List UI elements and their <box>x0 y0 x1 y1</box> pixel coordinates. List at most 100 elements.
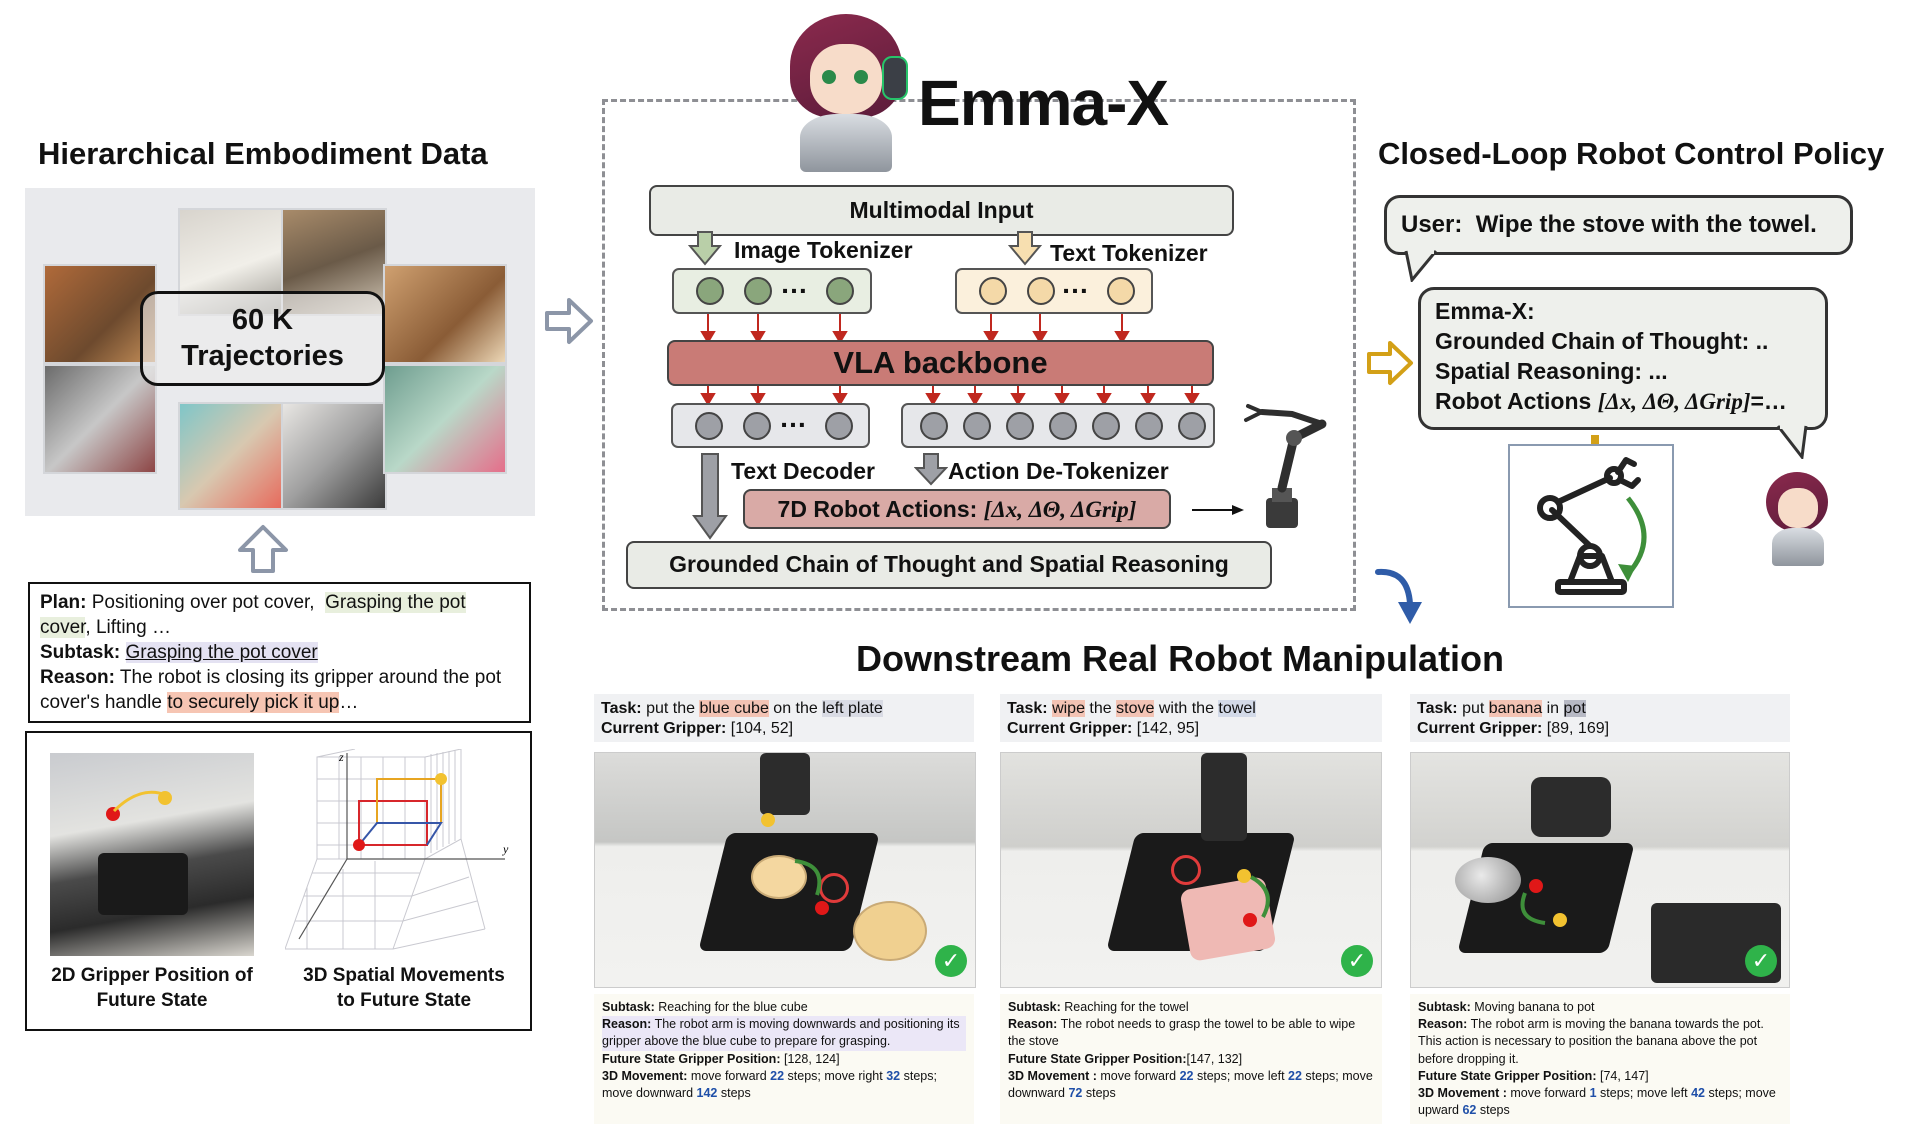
robot-actions-box: 7D Robot Actions: [Δx, ΔΘ, ΔGrip] <box>743 489 1171 529</box>
task-object-1b: left plate <box>822 700 883 717</box>
plate-right-1 <box>853 901 927 961</box>
reason-text-a: The robot is closing its gripper around … <box>119 667 470 688</box>
plan-highlight-a: Grasping the pot <box>325 592 466 613</box>
plan-box: Plan: Positioning over pot cover, Graspi… <box>28 582 531 723</box>
future-row-1: Future State Gripper Position: [128, 124… <box>602 1051 966 1068</box>
spatial-caption: 3D Spatial Movements to Future State <box>279 963 529 1013</box>
task-object-3b: pot <box>1563 700 1586 717</box>
movement-num-2c: 72 <box>1068 1086 1083 1101</box>
subtask-label-3: Subtask: <box>1418 1000 1471 1014</box>
spatial-caption-line2: to Future State <box>336 990 472 1011</box>
reason-value-1: The robot arm is moving downwards and po… <box>602 1017 960 1049</box>
robot-arm-outline-icon <box>1537 457 1647 595</box>
movement-text-3a: move forward <box>1510 1086 1587 1101</box>
gripper-dot-red-1 <box>815 901 829 915</box>
movement-start-dot <box>353 839 365 851</box>
movement-label-3: 3D Movement : <box>1418 1086 1507 1101</box>
plan-highlight-b: cover <box>40 617 86 638</box>
user-message: Wipe the stove with the towel. <box>1475 211 1817 238</box>
future-label-1: Future State Gripper Position: <box>602 1051 781 1066</box>
reason-row-1: Reason: The robot arm is moving downward… <box>602 1016 966 1051</box>
movement-label-1: 3D Movement: <box>602 1068 688 1083</box>
robot-photo-3: ✓ <box>1410 752 1790 988</box>
actions-to-robot-arrow <box>1192 505 1244 515</box>
trajectories-badge: 60 K Trajectories <box>140 291 385 386</box>
emma-avatar <box>782 14 910 172</box>
gripper-label-1: Current Gripper: <box>601 720 727 737</box>
subtask-text: Grasping the pot cover <box>125 642 318 663</box>
decoder-token-2 <box>743 412 771 440</box>
emma-line-2: Grounded Chain of Thought: .. <box>1435 328 1769 354</box>
text-decoder-label: Text Decoder <box>731 458 876 484</box>
future-row-3: Future State Gripper Position: [74, 147] <box>1418 1068 1782 1085</box>
small-avatar-face <box>1778 488 1818 528</box>
plate-left-1 <box>751 855 807 899</box>
thumbnail-kitchen-8 <box>383 364 507 474</box>
downstream-title: Downstream Real Robot Manipulation <box>856 638 1505 679</box>
movement-num-1a: 22 <box>770 1068 785 1083</box>
gripper-value-3: [89, 169] <box>1546 720 1610 737</box>
avatar-eye-left <box>822 70 836 84</box>
emma-small-avatar <box>1762 472 1832 566</box>
task-header-1: Task: put the blue cube on the left plat… <box>594 694 974 742</box>
success-check-icon-3: ✓ <box>1745 945 1777 977</box>
text-tokenizer-label: Text Tokenizer <box>1050 240 1208 266</box>
future-value-3: [74, 147] <box>1599 1068 1649 1083</box>
movement-num-3b: 42 <box>1691 1086 1705 1101</box>
task-text-2a: the <box>1089 700 1112 717</box>
emma-line-4: Robot Actions [Δx, ΔΘ, ΔGrip]=… <box>1435 386 1825 417</box>
movement-text-2c: steps; move downward <box>1008 1068 1373 1101</box>
action-detokenizer-arrow <box>914 453 948 486</box>
reason-label-2: Reason: <box>1008 1017 1058 1032</box>
right-title: Closed-Loop Robot Control Policy <box>1378 136 1885 171</box>
robot-arm-3 <box>1531 777 1611 837</box>
movement-text-2a: move forward <box>1100 1068 1177 1083</box>
task-text-3a: put <box>1462 700 1485 717</box>
task-label-2: Task: <box>1007 700 1048 717</box>
axis-y-label: y <box>502 842 509 856</box>
gripper-photo <box>50 753 254 956</box>
pot-3 <box>1455 857 1521 903</box>
text-decoder-arrow <box>692 453 728 540</box>
user-bubble: User: Wipe the stove with the towel. <box>1384 195 1853 255</box>
user-label: User: <box>1401 211 1463 238</box>
task-object-2a: wipe <box>1052 700 1085 717</box>
robot-actions-math: [Δx, ΔΘ, ΔGrip] <box>983 497 1137 522</box>
emma-bubble: Emma-X: Grounded Chain of Thought: .. Sp… <box>1418 287 1828 430</box>
vla-backbone-box: VLA backbone <box>667 340 1214 386</box>
movement-num-2b: 22 <box>1288 1068 1302 1083</box>
emma-title: Emma-X <box>918 67 1169 139</box>
task-text-1b: on the <box>773 700 818 717</box>
text-token-n <box>1107 277 1135 305</box>
subtask-label-2: Subtask: <box>1008 1000 1061 1014</box>
reason-value-2: The robot needs to grasp the towel to be… <box>1008 1017 1356 1049</box>
thumbnail-kitchen-6 <box>178 402 284 510</box>
thumbnail-kitchen-5 <box>43 364 157 474</box>
robot-actions-label: 7D Robot Actions: <box>777 496 978 522</box>
task-object-1a: blue cube <box>699 700 769 717</box>
movement-path-red <box>358 800 428 846</box>
spatial-caption-line1: 3D Spatial Movements <box>303 965 505 986</box>
future-row-2: Future State Gripper Position:[147, 132] <box>1008 1051 1374 1068</box>
spatial-3d-plot: z y <box>285 749 509 950</box>
thumbnail-kitchen-1 <box>43 264 157 364</box>
action-token-7 <box>1178 412 1206 440</box>
movement-num-3a: 1 <box>1589 1086 1597 1101</box>
subtask-label-1: Subtask: <box>602 1000 655 1014</box>
action-token-6 <box>1135 412 1163 440</box>
task-line-2: Task: wipe the stove with the towel <box>1007 699 1375 719</box>
movement-text-1b: steps; move right <box>787 1068 883 1083</box>
path-arrow-3 <box>1520 892 1546 925</box>
burner-2 <box>1171 855 1201 885</box>
thumbnail-kitchen-4 <box>383 264 507 364</box>
text-token-ellipsis: … <box>1061 268 1091 299</box>
gripper-caption-line2: Future State <box>96 990 208 1011</box>
reasoning-text-1: Subtask: Reaching for the blue cube Reas… <box>594 994 974 1124</box>
token-to-backbone-arrows <box>700 314 1200 406</box>
task-object-3a: banana <box>1488 700 1543 717</box>
image-tokens-box: … <box>672 268 872 314</box>
movement-text-1c: steps; move downward <box>602 1068 937 1101</box>
text-token-2 <box>1027 277 1055 305</box>
multimodal-input-box: Multimodal Input <box>649 185 1234 236</box>
gripper-dot-yellow-1 <box>761 813 775 827</box>
